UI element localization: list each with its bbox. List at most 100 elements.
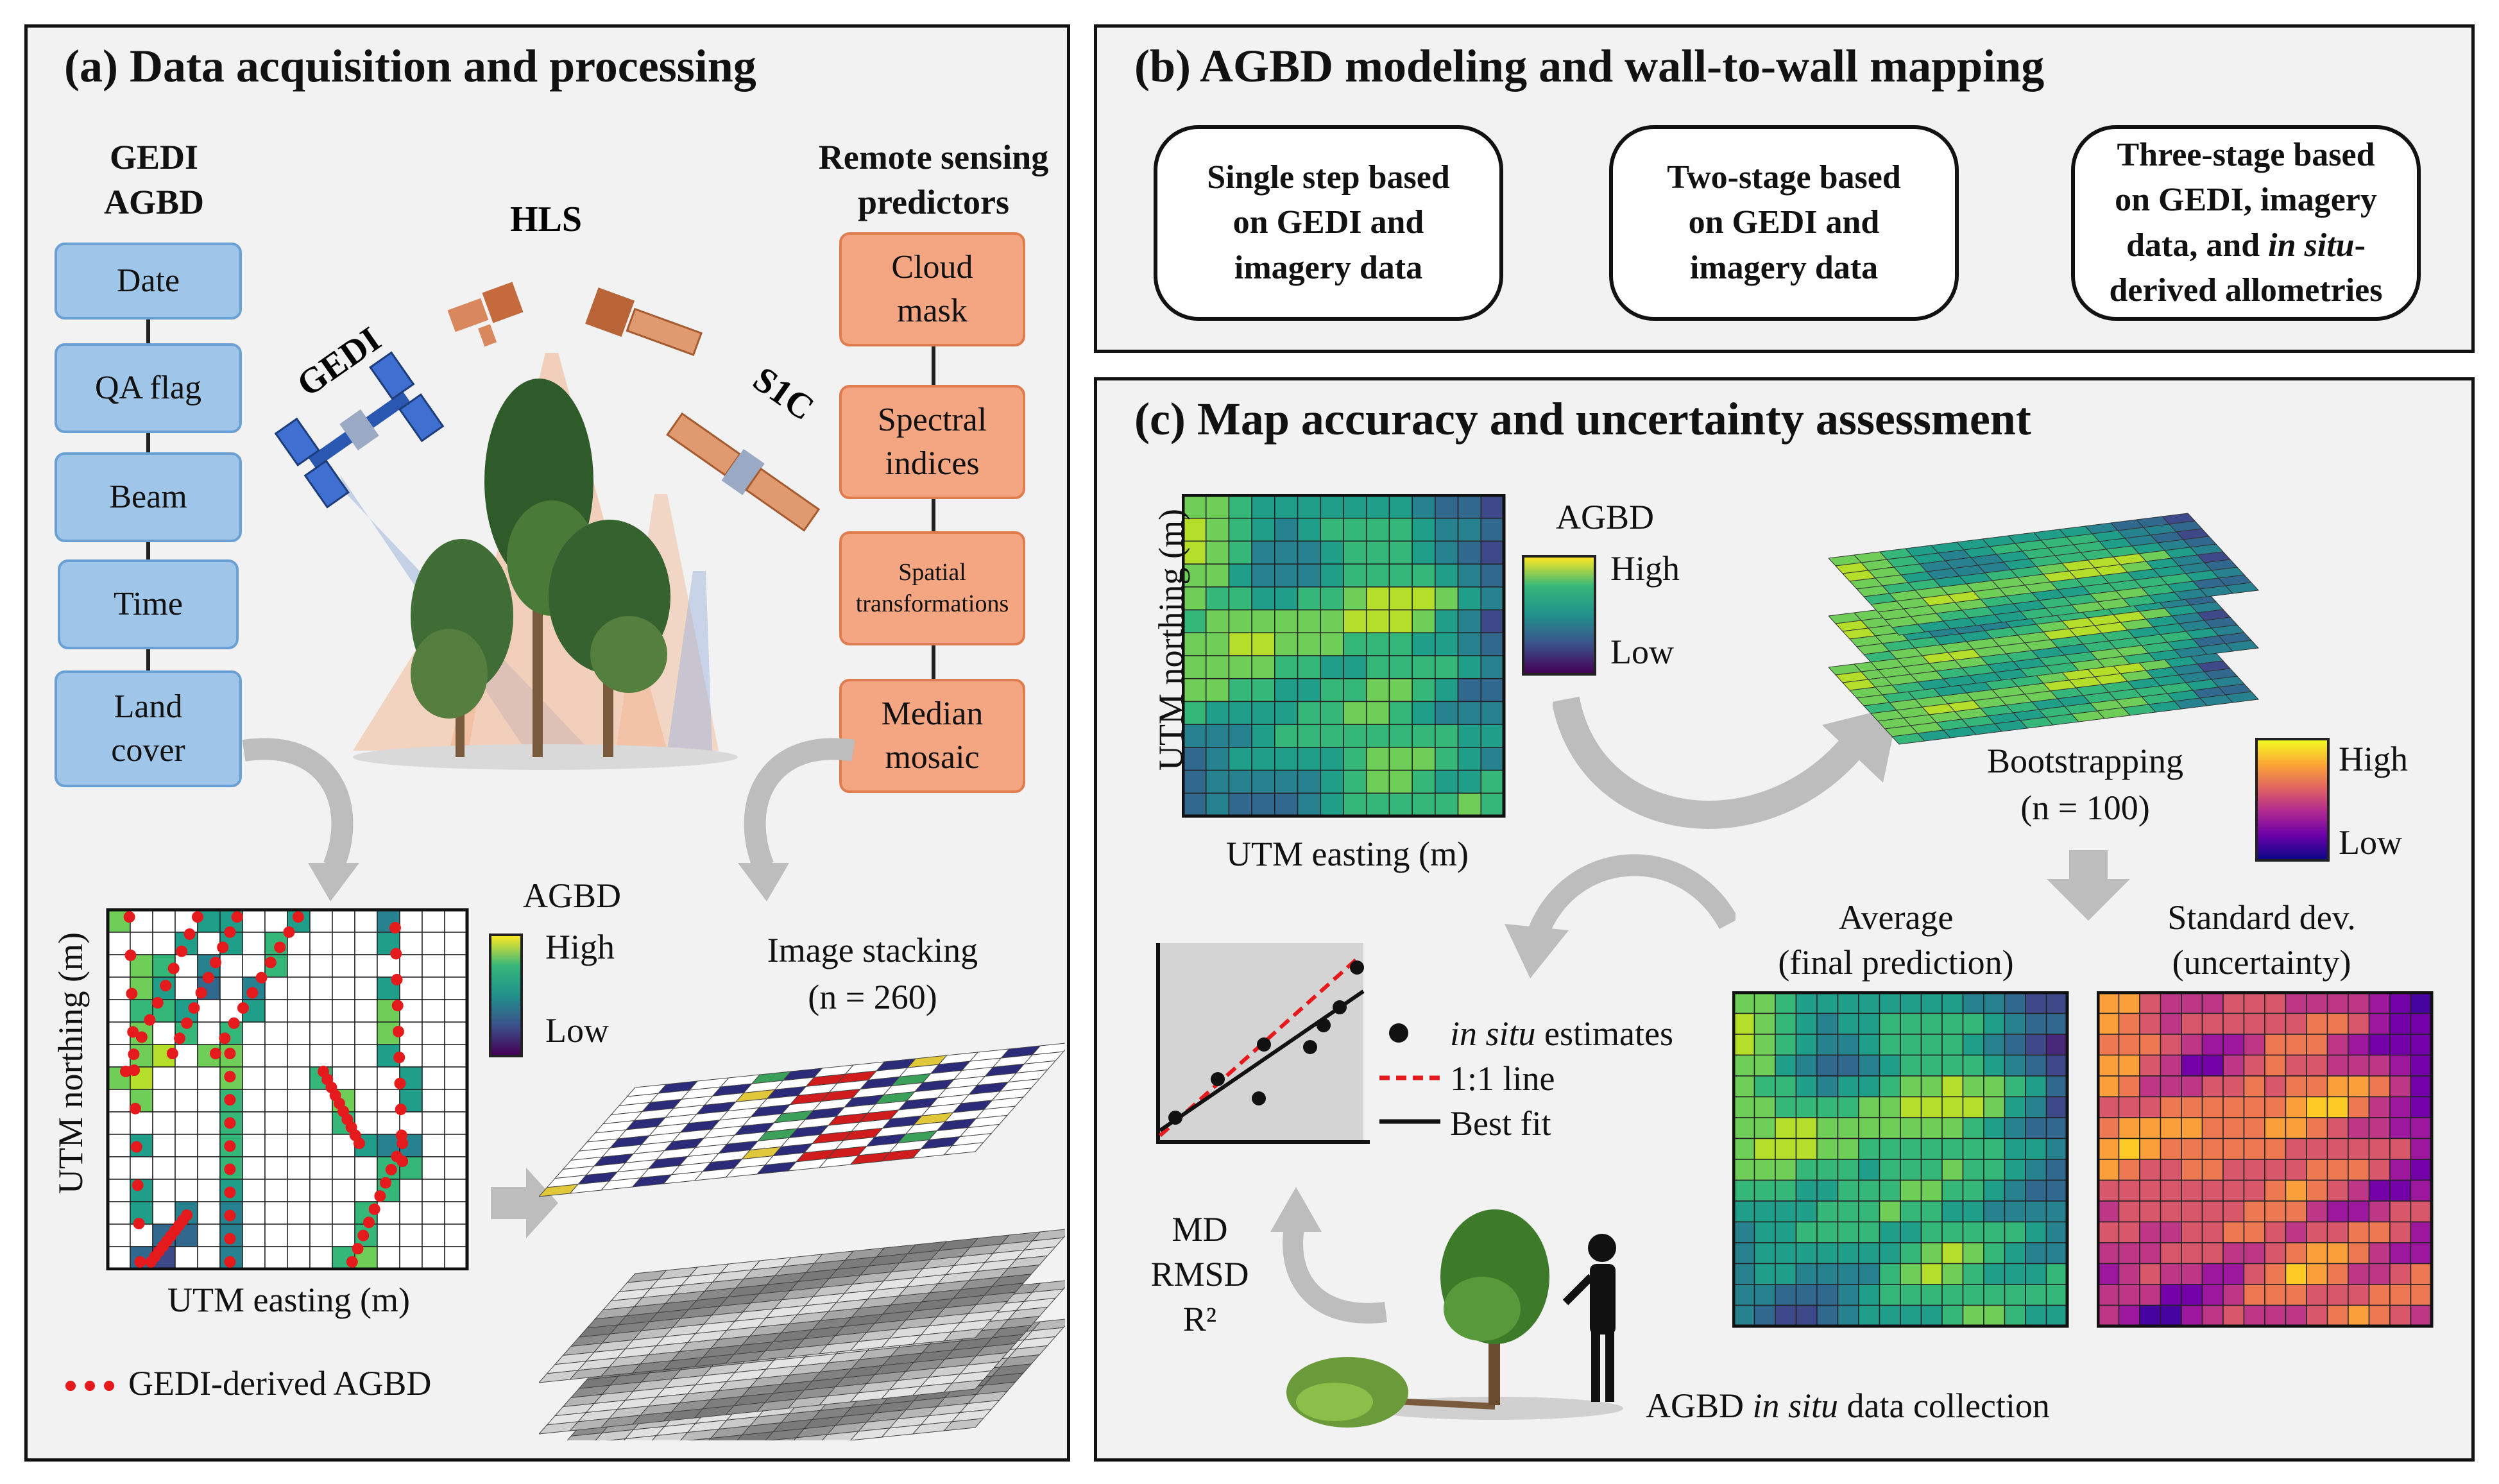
gedi-footprint-dot: [237, 1002, 249, 1014]
stack-layer-cell: [651, 1431, 689, 1440]
gedi-grid-cell: [309, 1134, 333, 1157]
map-cell: [1297, 632, 1322, 656]
map-cell: [1753, 1054, 1776, 1077]
map-cell: [1733, 1159, 1755, 1181]
map-cell: [1320, 540, 1344, 565]
map-cell: [2410, 1263, 2432, 1285]
panel-b-title: (b) AGBD modeling and wall-to-wall mappi…: [1134, 40, 2045, 92]
map-cell: [2368, 1284, 2391, 1306]
gedi-footprint-dot: [128, 1048, 140, 1061]
map-cell: [2389, 1117, 2412, 1139]
gedi-grid-cell: [152, 1201, 176, 1225]
map-cell: [1228, 540, 1252, 565]
map-cell: [1920, 1159, 1943, 1181]
map-cell: [1228, 747, 1252, 771]
map-cell: [2160, 1075, 2182, 1098]
map-cell: [1205, 517, 1230, 542]
gedi-grid-cell: [422, 1224, 445, 1247]
map-cell: [1388, 747, 1413, 771]
gedi-grid-cell: [107, 1089, 131, 1113]
insitu-point: [1350, 960, 1364, 975]
map-cell: [2118, 1054, 2140, 1077]
map-cell: [1733, 1138, 1755, 1160]
gedi-grid-cell: [422, 1111, 445, 1135]
map-cell: [2326, 1096, 2349, 1118]
map-cell: [1251, 792, 1275, 817]
map-cell: [1274, 769, 1299, 794]
panel-a-ylabel: UTM northing (m): [51, 932, 90, 1194]
map-cell: [1182, 540, 1207, 565]
map-cell: [2285, 1304, 2307, 1327]
gedi-footprint-dot: [224, 1209, 236, 1222]
map-cell: [1365, 495, 1390, 519]
map-cell: [1435, 495, 1459, 519]
map-cell: [2348, 1096, 2370, 1118]
map-cell: [1900, 1159, 1922, 1181]
map-cell: [2097, 1012, 2120, 1035]
gedi-grid-cell: [152, 1111, 176, 1135]
map-cell: [2264, 1284, 2287, 1306]
map-cell: [2306, 992, 2328, 1014]
gedi-grid-cell: [332, 954, 355, 978]
gedi-grid-cell: [399, 954, 423, 978]
map-cell: [2004, 1075, 2026, 1098]
map-cell: [1837, 1304, 1859, 1327]
map-cell: [1251, 563, 1275, 588]
map-cell: [2348, 1034, 2370, 1056]
gedi-footprint-dot: [224, 1071, 236, 1083]
map-cell: [2368, 1221, 2391, 1243]
map-cell: [1753, 1263, 1776, 1285]
map-cell: [1753, 1200, 1776, 1223]
gedi-grid-cell: [197, 999, 221, 1023]
gedi-grid-cell: [399, 999, 423, 1023]
map-cell: [1320, 495, 1344, 519]
map-cell: [1962, 1263, 1984, 1285]
map-cell: [1983, 1138, 2006, 1160]
map-cell: [1412, 655, 1436, 679]
map-cell: [1251, 517, 1275, 542]
map-cell: [2025, 1054, 2047, 1077]
gedi-grid-cell: [197, 1246, 221, 1270]
map-cell: [1962, 1117, 1984, 1139]
gedi-footprint-dot: [352, 1243, 364, 1255]
gedi-footprint-dot: [166, 1048, 178, 1059]
gedi-grid-cell: [107, 1224, 131, 1247]
map-cell: [2348, 1179, 2370, 1202]
gedi-grid-cell: [264, 1201, 288, 1225]
gedi-footprint-dot: [183, 928, 196, 940]
map-cell: [1343, 495, 1367, 519]
map-cell: [2368, 1263, 2391, 1285]
gedi-grid-cell: [354, 932, 378, 955]
map-cell: [2181, 1117, 2203, 1139]
map-cell: [2222, 1304, 2245, 1327]
gedi-grid-cell: [175, 1111, 198, 1135]
map-cell: [1837, 1096, 1859, 1118]
gedi-grid-cell: [444, 1134, 468, 1157]
map-cell: [1941, 1284, 1964, 1306]
map-cell: [1435, 747, 1459, 771]
map-cell: [2222, 1263, 2245, 1285]
map-cell: [2097, 1117, 2120, 1139]
gedi-grid-cell: [354, 999, 378, 1023]
map-cell: [1457, 563, 1482, 588]
map-cell: [1412, 563, 1436, 588]
gedi-footprint-dot: [224, 1163, 236, 1175]
gedi-grid-cell: [309, 932, 333, 955]
map-cell: [2264, 1117, 2287, 1139]
map-cell: [2326, 1284, 2349, 1306]
gedi-grid-cell: [197, 1156, 221, 1180]
gedi-grid-cell: [422, 977, 445, 1000]
map-cell: [2025, 1138, 2047, 1160]
gedi-grid-cell: [399, 1201, 423, 1225]
map-cell: [2160, 1034, 2182, 1056]
map-cell: [2139, 1012, 2162, 1035]
map-cell: [1733, 1200, 1755, 1223]
map-cell: [2243, 1159, 2265, 1181]
map-cell: [2181, 992, 2203, 1014]
map-cell: [1900, 992, 1922, 1014]
map-cell: [1920, 1075, 1943, 1098]
map-cell: [2139, 1304, 2162, 1327]
gedi-grid-cell: [287, 1224, 311, 1247]
map-cell: [1205, 563, 1230, 588]
map-cell: [1480, 540, 1505, 565]
